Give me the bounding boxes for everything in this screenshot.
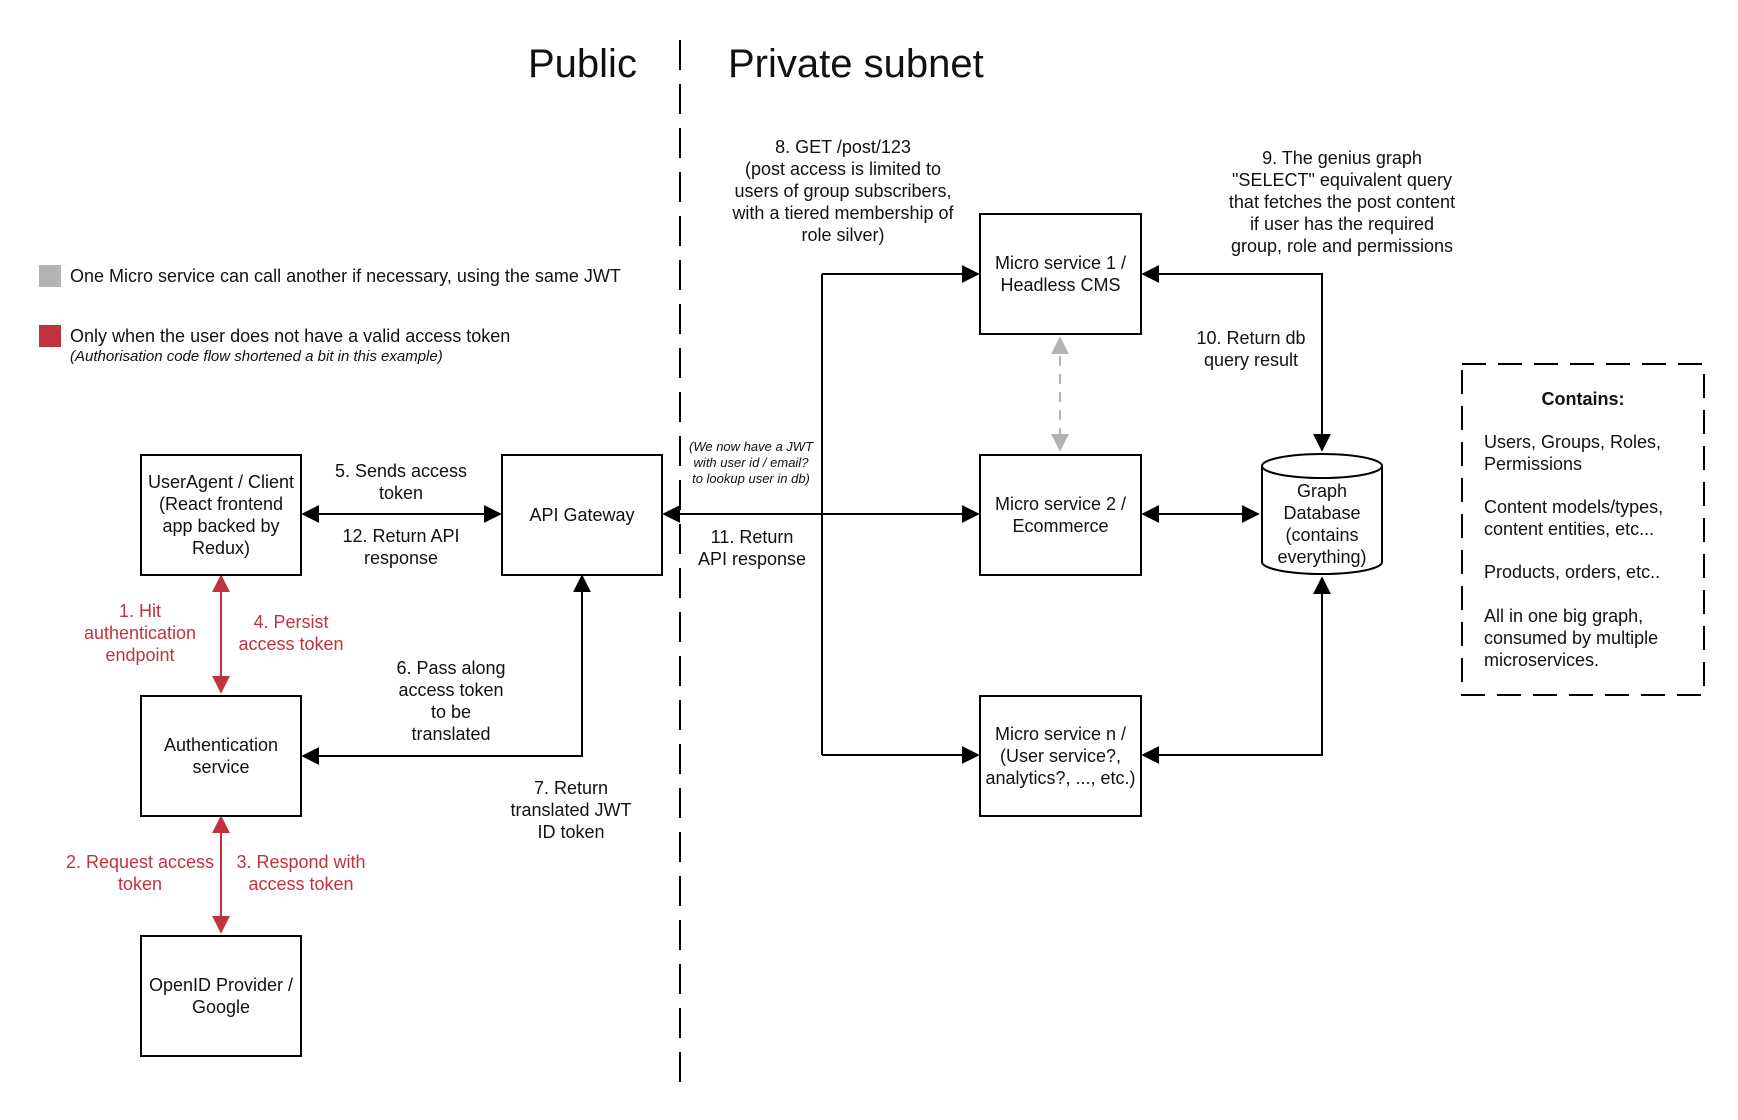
contains-box-border bbox=[1461, 363, 1705, 696]
node-openid-provider: OpenID Provider / Google bbox=[140, 935, 302, 1057]
node-micro-service-2: Micro service 2 / Ecommerce bbox=[979, 454, 1142, 576]
legend-gray-text: One Micro service can call another if ne… bbox=[70, 266, 621, 286]
node-api-gateway-label: API Gateway bbox=[529, 505, 635, 525]
contains-item-users: Users, Groups, Roles, Permissions bbox=[1484, 432, 1662, 474]
node-micro-service-n: Micro service n / (User service?, analyt… bbox=[979, 695, 1142, 817]
node-openid-label: OpenID Provider / Google bbox=[148, 975, 294, 1017]
label-step9: 9. The genius graph "SELECT" equivalent … bbox=[1228, 148, 1456, 256]
legend-red-text: Only when the user does not have a valid… bbox=[70, 326, 511, 346]
label-step6: 6. Pass along access token to be transla… bbox=[396, 658, 506, 744]
label-step2: 2. Request access token bbox=[65, 852, 215, 894]
node-ms1-label: Micro service 1 / Headless CMS bbox=[994, 253, 1127, 295]
label-step12: 12. Return API response bbox=[342, 526, 460, 568]
label-step5: 5. Sends access token bbox=[334, 461, 468, 503]
label-step4: 4. Persist access token bbox=[238, 612, 344, 654]
label-step1: 1. Hit authentication endpoint bbox=[83, 601, 197, 665]
label-step7: 7. Return translated JWT ID token bbox=[510, 778, 632, 842]
heading-private-subnet: Private subnet bbox=[728, 42, 984, 86]
node-api-gateway: API Gateway bbox=[501, 454, 663, 576]
node-ms2-label: Micro service 2 / Ecommerce bbox=[994, 494, 1127, 536]
label-step10: 10. Return db query result bbox=[1196, 328, 1306, 370]
label-step3: 3. Respond with access token bbox=[236, 852, 366, 894]
node-graph-database-label: Graph Database (contains everything) bbox=[1277, 481, 1367, 567]
label-step11: 11. Return API response bbox=[697, 527, 807, 569]
contains-item-all-in-one: All in one big graph, consumed by multip… bbox=[1484, 606, 1659, 670]
node-micro-service-1: Micro service 1 / Headless CMS bbox=[979, 213, 1142, 335]
heading-public: Public bbox=[528, 42, 637, 86]
node-authentication-service: Authentication service bbox=[140, 695, 302, 817]
contains-box: Contains: Users, Groups, Roles, Permissi… bbox=[1464, 366, 1702, 693]
arrow-auth-gateway bbox=[301, 574, 591, 765]
arrow-msn-db bbox=[1141, 576, 1331, 764]
graph-database-cylinder bbox=[1261, 453, 1383, 575]
contains-item-products: Products, orders, etc.. bbox=[1484, 562, 1661, 582]
legend-red-note: (Authorisation code flow shortened a bit… bbox=[70, 348, 443, 365]
legend-red-swatch bbox=[39, 325, 61, 347]
label-jwt-note: (We now have a JWT with user id / email?… bbox=[688, 439, 814, 486]
node-msn-label: Micro service n / (User service?, analyt… bbox=[985, 724, 1136, 788]
node-auth-label: Authentication service bbox=[163, 735, 279, 777]
label-step8: 8. GET /post/123 (post access is limited… bbox=[732, 137, 954, 245]
contains-item-content: Content models/types, content entities, … bbox=[1484, 497, 1664, 539]
contains-title: Contains: bbox=[1541, 389, 1625, 409]
legend-gray-swatch bbox=[39, 265, 61, 287]
arrow-ms1-db bbox=[1141, 265, 1331, 452]
node-useragent-client: UserAgent / Client (React frontend app b… bbox=[140, 454, 302, 576]
node-useragent-label: UserAgent / Client (React frontend app b… bbox=[147, 472, 295, 558]
